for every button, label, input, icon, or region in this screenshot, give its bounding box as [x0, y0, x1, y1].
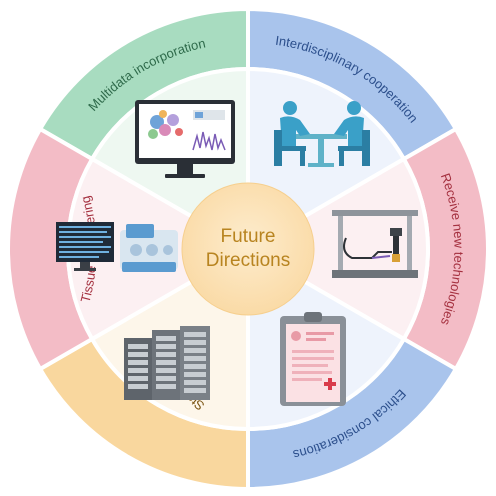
center-title-line1: Future	[221, 226, 276, 247]
outer-ring	[6, 6, 490, 492]
3d-printer-icon	[332, 210, 418, 278]
center-circle	[181, 182, 315, 316]
server-rack-icon	[124, 326, 210, 400]
wedge-new-technologies	[243, 156, 430, 342]
center-title-line2: Directions	[206, 250, 290, 271]
lab-equipment-icon	[56, 222, 178, 272]
medical-report-icon	[280, 312, 346, 406]
monitor-with-charts-icon	[135, 100, 235, 178]
people-meeting-icon	[274, 101, 370, 167]
